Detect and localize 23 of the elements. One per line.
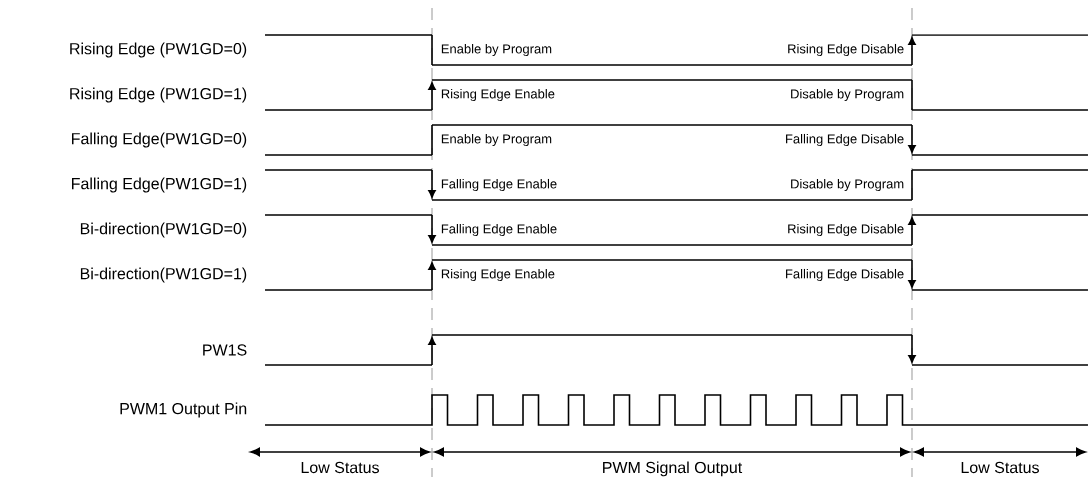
interval-label: Low Status — [961, 461, 1039, 474]
annotation: Falling Edge Enable — [441, 223, 557, 237]
signal-name: Bi-direction(PW1GD=1) — [80, 267, 247, 283]
interval-label: PWM Signal Output — [603, 461, 743, 477]
annotation: Enable by Program — [441, 133, 552, 147]
interval-label: Low Status — [301, 461, 379, 474]
annotation: Falling Edge Enable — [441, 178, 557, 192]
annotation: Rising Edge Enable — [441, 268, 555, 282]
annotation: Enable by Program — [441, 43, 552, 57]
signal-name: PWM1 Output Pin — [120, 402, 247, 418]
annotation: Falling Edge Disable — [786, 268, 904, 282]
annotation: Disable by Program — [791, 88, 904, 102]
annotation: Falling Edge Disable — [786, 133, 904, 147]
signal-name: Rising Edge (PW1GD=1) — [70, 87, 247, 103]
annotation: Disable by Program — [791, 178, 904, 192]
signal-name: Bi-direction(PW1GD=0) — [80, 222, 247, 238]
annotation: Rising Edge Disable — [788, 223, 904, 237]
signal-name: Rising Edge (PW1GD=0) — [70, 42, 247, 58]
annotation: Rising Edge Disable — [788, 43, 904, 57]
signal-name: Falling Edge(PW1GD=0) — [72, 132, 247, 148]
signal-name: Falling Edge(PW1GD=1) — [72, 177, 247, 193]
signal-name: PW1S — [203, 344, 247, 356]
annotation: Rising Edge Enable — [441, 88, 555, 102]
